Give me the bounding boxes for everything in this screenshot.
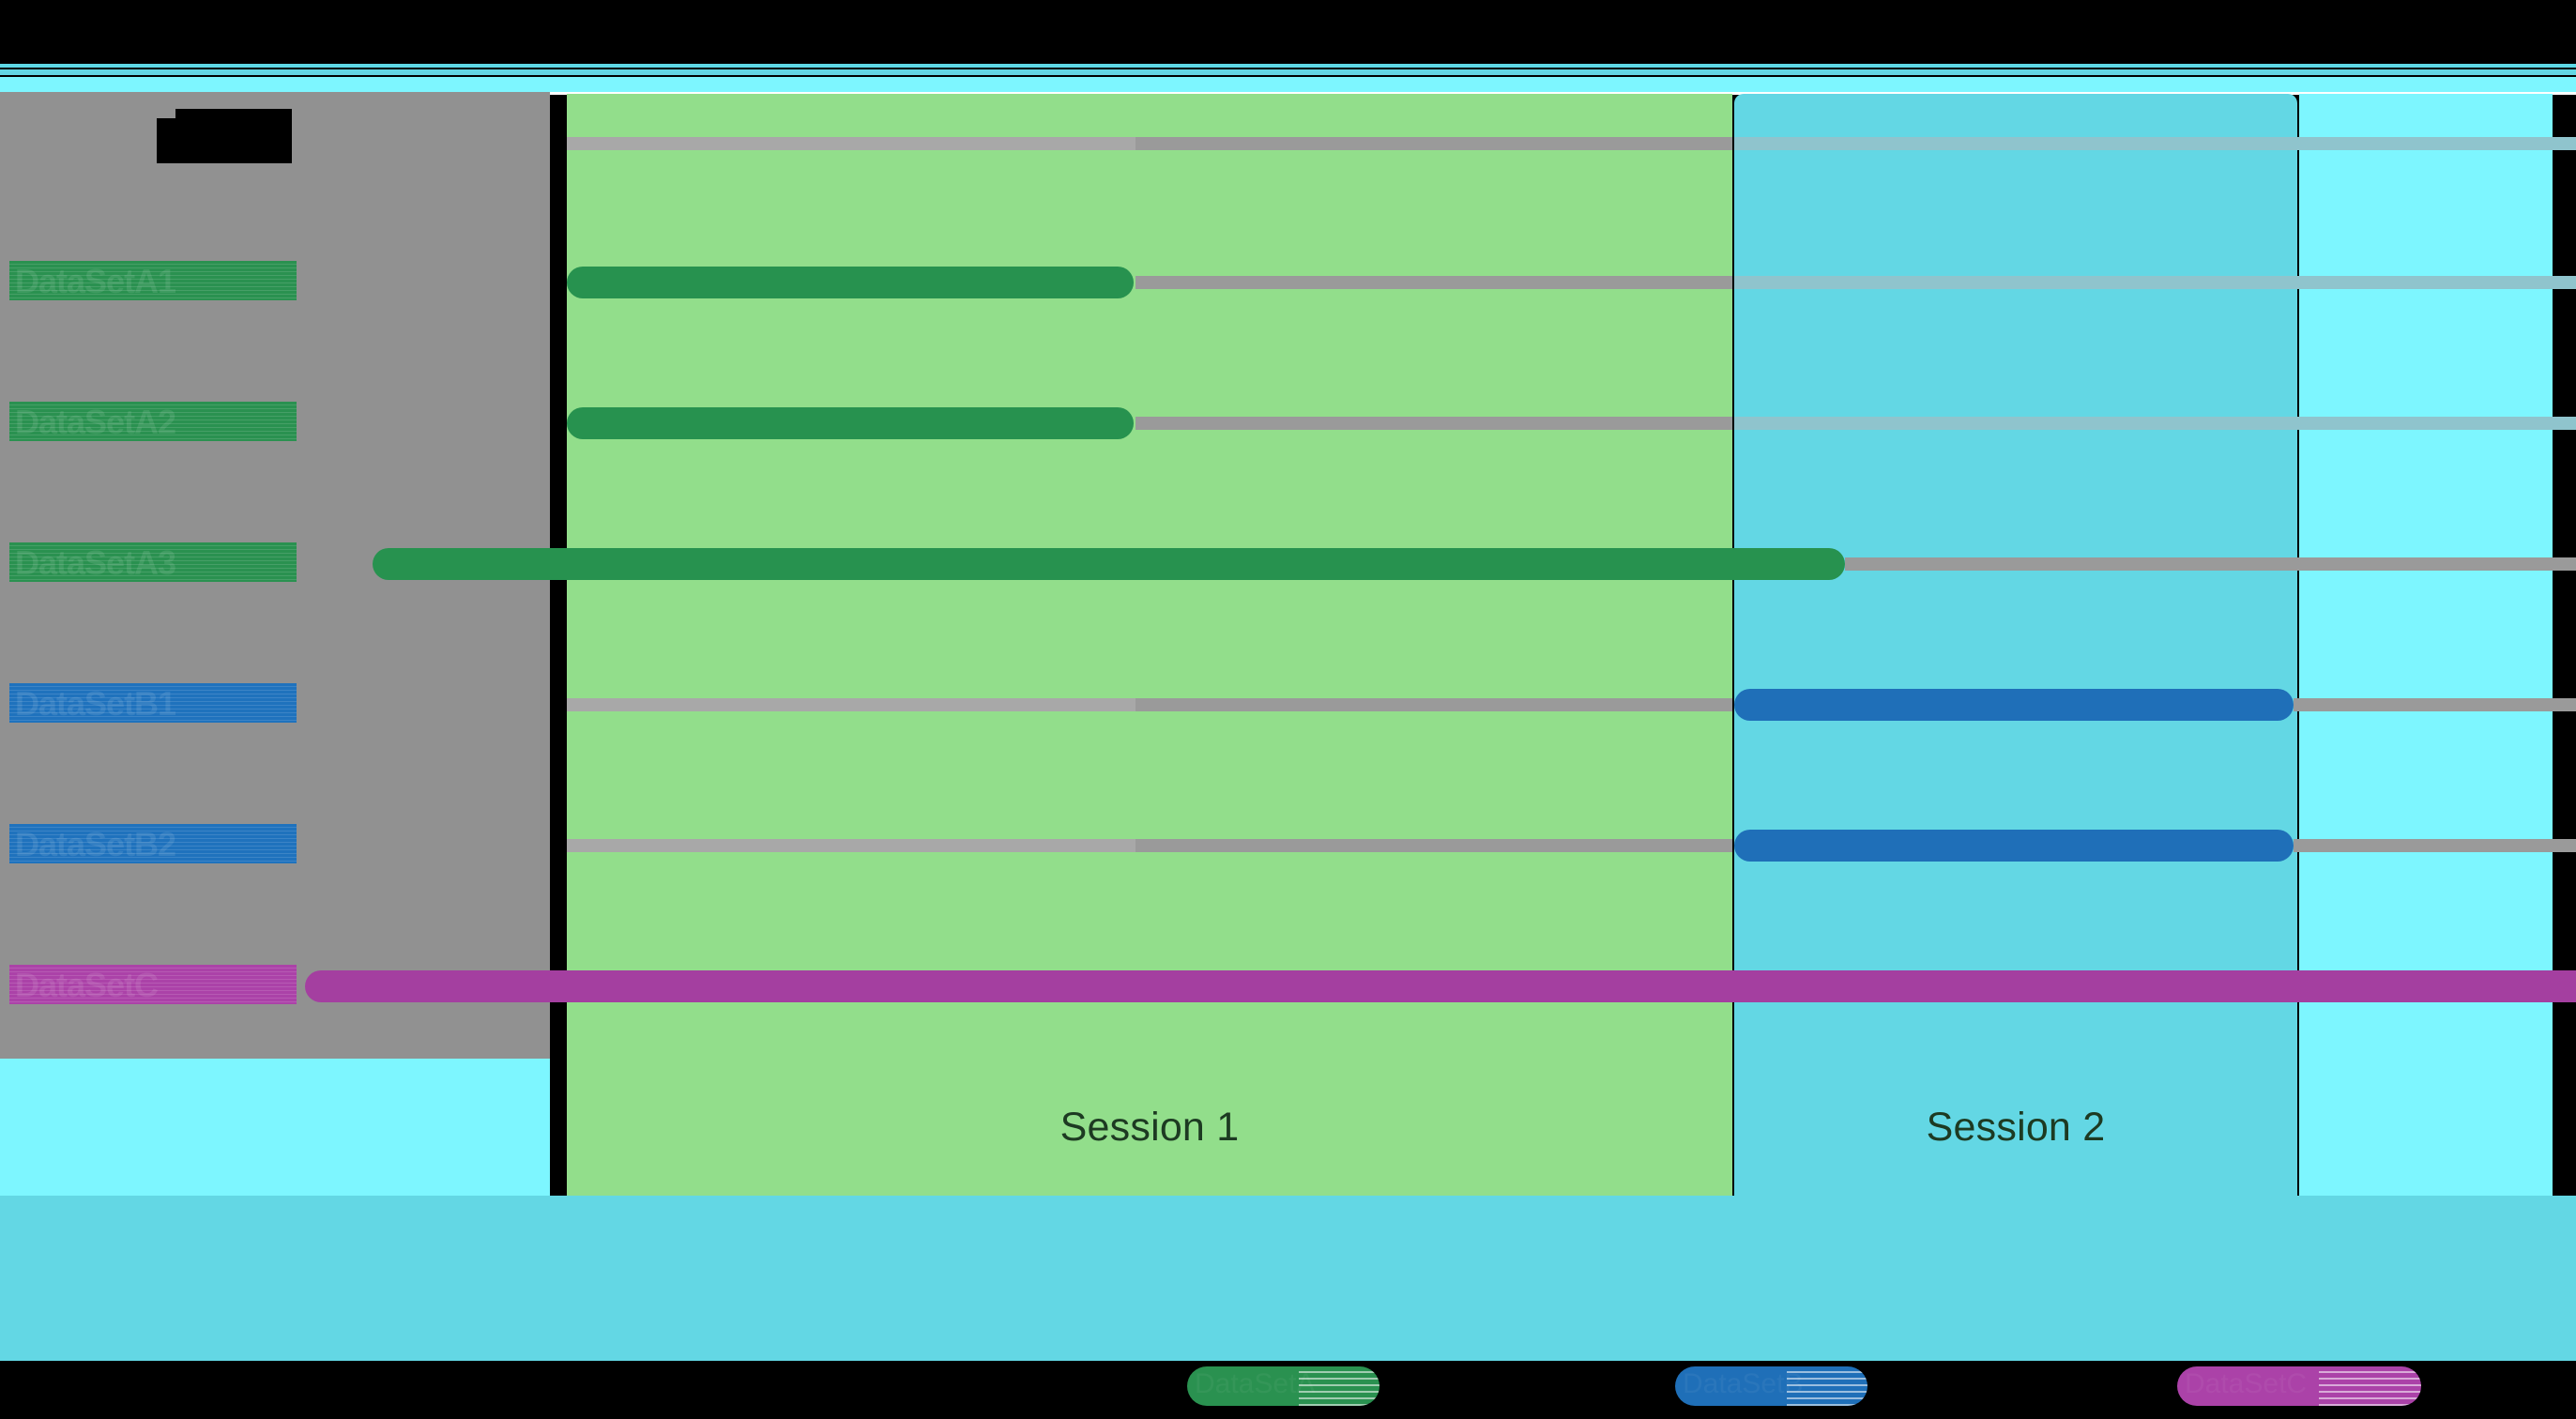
gantt-bar[interactable]	[305, 970, 2576, 1002]
session-band-2-label: Session 2	[1926, 1105, 2106, 1150]
row-label-chip[interactable]: DataSetB1	[9, 683, 297, 723]
legend-swatch-dataset-c[interactable]: DataSetC	[2177, 1366, 2421, 1406]
list-item: DataSetB2	[15, 825, 176, 863]
table-row: DataSetB2	[0, 824, 2576, 863]
table-row	[0, 131, 2576, 156]
top-accent-strip-2	[0, 69, 2576, 75]
list-item: DataSetB1	[15, 684, 176, 723]
row-track	[1136, 137, 1732, 150]
table-row: DataSetA2	[0, 402, 2576, 441]
row-track	[1136, 276, 1732, 289]
row-track	[1734, 276, 2576, 289]
table-row: DataSetA1	[0, 261, 2576, 300]
list-item: DataSetA3	[15, 543, 176, 582]
list-item: DataSetA2	[15, 403, 176, 441]
row-track	[567, 137, 1136, 150]
row-track	[2294, 698, 2576, 711]
row-track	[567, 839, 1136, 852]
session-band-1-label: Session 1	[1059, 1105, 1240, 1150]
row-track	[2294, 839, 2576, 852]
row-label-chip[interactable]: DataSetA2	[9, 402, 297, 441]
legend-swatch-dataset-b[interactable]: DataSetB	[1675, 1366, 1867, 1406]
row-track	[567, 698, 1136, 711]
row-track	[1136, 839, 1732, 852]
gantt-bar[interactable]	[567, 407, 1134, 439]
row-track	[1734, 137, 2576, 150]
gantt-chart-plate: Session 1 Session 2 DataSetA1	[0, 92, 2576, 1199]
row-label-chip[interactable]: DataSetA3	[9, 542, 297, 582]
table-row: DataSetC	[0, 965, 2576, 1004]
session-band-3	[2299, 94, 2553, 1199]
gantt-bar[interactable]	[567, 267, 1134, 298]
session-band-1: Session 1	[567, 94, 1732, 1199]
list-item: DataSetC	[15, 966, 159, 1004]
row-track	[1136, 417, 1732, 430]
top-accent-strip-3	[0, 77, 2576, 94]
gantt-bar[interactable]	[1734, 830, 2294, 862]
table-row: DataSetB1	[0, 683, 2576, 723]
row-label-chip[interactable]: DataSetC	[9, 965, 297, 1004]
row-label-chip[interactable]: DataSetA1	[9, 261, 297, 300]
row-track	[1136, 698, 1732, 711]
row-label-chip[interactable]: DataSetB2	[9, 824, 297, 863]
session-band-2: Session 2	[1734, 94, 2297, 1199]
legend-label: DataSetB	[1683, 1368, 1804, 1399]
legend-swatch-dataset-a[interactable]: DataSetA	[1187, 1366, 1379, 1406]
gantt-bar[interactable]	[1734, 689, 2294, 721]
legend-label: DataSetC	[2185, 1368, 2308, 1399]
column-header-redacted-block	[157, 109, 292, 163]
row-track	[1734, 417, 2576, 430]
gantt-bar[interactable]	[373, 548, 1845, 580]
list-item: DataSetA1	[15, 262, 176, 300]
top-accent-strip-1	[0, 64, 2576, 68]
footer-panel	[0, 1196, 2576, 1361]
row-label-gutter-footer	[0, 1059, 550, 1196]
row-track	[1845, 557, 2576, 571]
table-row: DataSetA3	[0, 542, 2576, 582]
plate-top-hairline	[0, 92, 2576, 95]
legend: DataSetA DataSetB DataSetC	[0, 1361, 2576, 1419]
legend-label: DataSetA	[1195, 1368, 1316, 1399]
